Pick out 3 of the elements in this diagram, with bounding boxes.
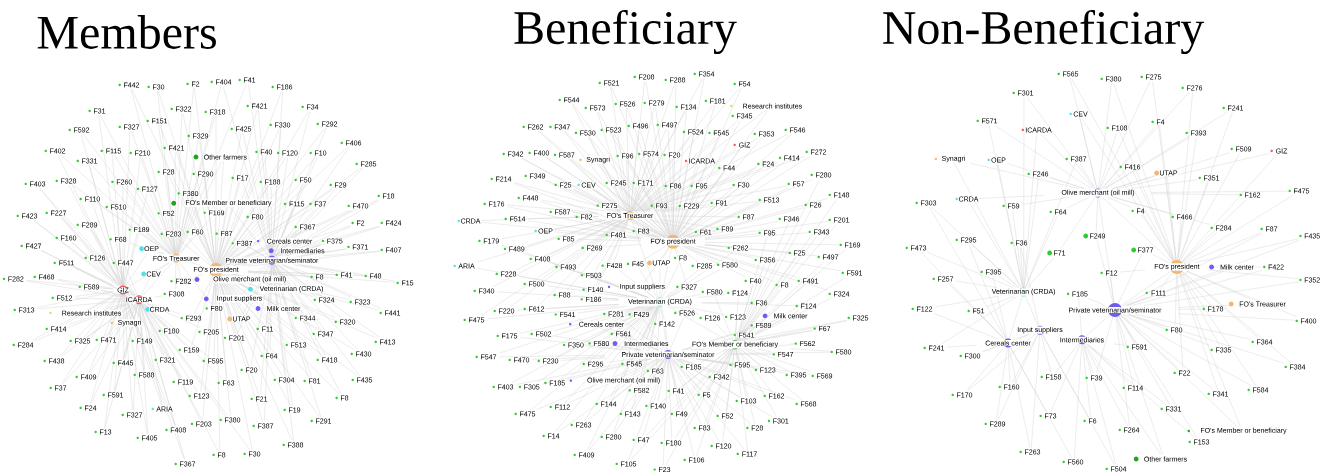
panel-title: Non-Beneficiary [883,9,1205,55]
panel-title: Members [37,15,216,49]
panel-title: Beneficiary [514,9,737,55]
